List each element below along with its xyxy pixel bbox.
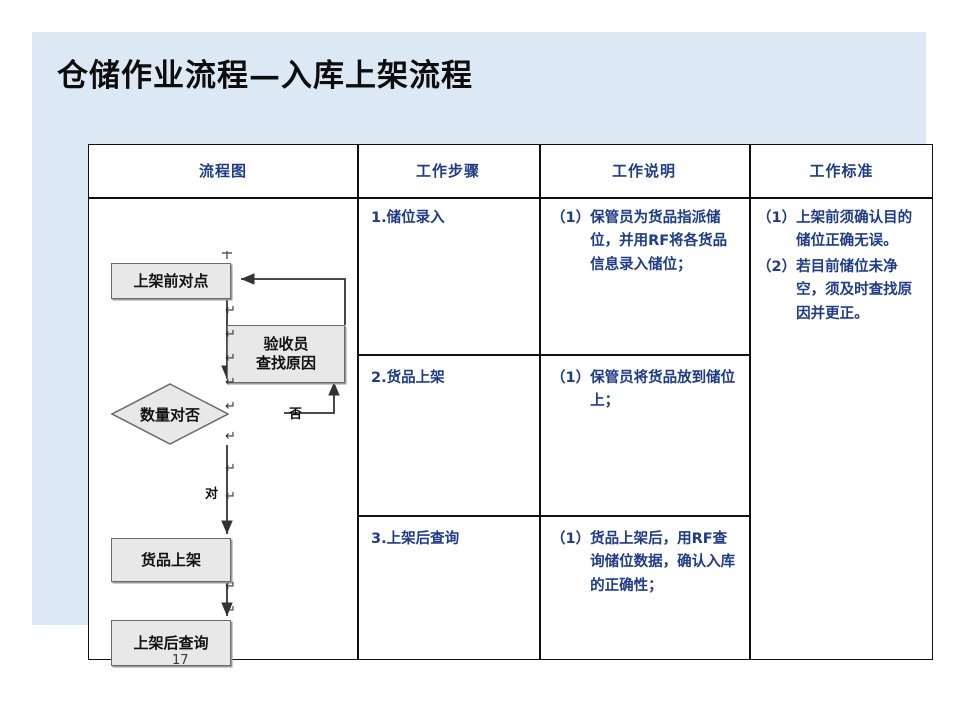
table-cell-standard: （1） 上架前须确认目的储位正确无误。 （2） 若目前储位未净空，须及时查找原因… bbox=[757, 207, 925, 328]
page-number: 17 bbox=[172, 653, 189, 668]
flow-node-label: 上架后查询 bbox=[133, 633, 209, 652]
standard-marker: （2） bbox=[757, 258, 797, 275]
description-text: 保管员为货品指派储位，并用RF将各货品信息录入储位； bbox=[590, 210, 728, 273]
flow-node-inspector-find-cause[interactable]: 验收员 查找原因 bbox=[227, 325, 345, 383]
flow-node-label-line1: 验收员 bbox=[263, 335, 309, 354]
column-divider-3 bbox=[749, 145, 751, 659]
flow-node-check-before-putaway[interactable]: 上架前对点 bbox=[111, 263, 231, 299]
table-header-description: 工作说明 bbox=[611, 162, 676, 180]
standard-paragraph-2: （2） 若目前储位未净空，须及时查找原因并更正。 bbox=[757, 256, 925, 326]
table-cell-description-2: （1） 保管员将货品放到储位上； bbox=[551, 367, 741, 416]
description-marker: （1） bbox=[551, 210, 591, 226]
column-divider-2 bbox=[539, 145, 541, 659]
column-divider-1 bbox=[357, 145, 359, 659]
table-header-steps: 工作步骤 bbox=[415, 162, 480, 180]
table-cell-step-1: 1.储位录入 bbox=[371, 210, 445, 226]
flow-node-quantity-correct[interactable]: 数量对否 bbox=[111, 383, 229, 445]
standard-text: 若目前储位未净空，须及时查找原因并更正。 bbox=[796, 258, 913, 322]
flow-node-query-after-putaway[interactable]: 上架后查询 bbox=[111, 620, 231, 666]
paragraph-mark-icon: ↵ bbox=[225, 327, 236, 342]
page-title: 仓储作业流程—入库上架流程 bbox=[57, 58, 473, 94]
standard-paragraph-1: （1） 上架前须确认目的储位正确无误。 bbox=[757, 207, 925, 254]
flow-node-goods-putaway[interactable]: 货品上架 bbox=[111, 538, 231, 582]
description-marker: （1） bbox=[551, 531, 591, 547]
flowchart-diagram: 上架前对点 验收员 查找原因 数量对否 货品上架 上架后查询 否 对 ↵ ↵ bbox=[89, 197, 357, 666]
flow-node-label-line2: 查找原因 bbox=[255, 354, 316, 372]
table-cell-description-3: （1） 货品上架后，用RF查询储位数据，确认入库的正确性； bbox=[551, 528, 741, 600]
paragraph-mark-icon: ↵ bbox=[225, 579, 236, 594]
paragraph-mark-icon: ↵ bbox=[225, 303, 236, 318]
table-header-flowchart: 流程图 bbox=[198, 162, 247, 180]
flow-edge-label-no: 否 bbox=[289, 407, 303, 422]
paragraph-mark-icon: ↵ bbox=[225, 399, 236, 414]
description-paragraph: （1） 保管员为货品指派储位，并用RF将各货品信息录入储位； bbox=[551, 207, 741, 277]
table-cell-step-3: 3.上架后查询 bbox=[371, 531, 460, 547]
process-table: 流程图 工作步骤 工作说明 工作标准 1.储位录入 2.货品上架 3.上架后查询… bbox=[88, 144, 933, 666]
paragraph-mark-icon: ↵ bbox=[225, 461, 236, 476]
header-divider bbox=[89, 197, 932, 199]
paragraph-mark-icon: ↵ bbox=[225, 489, 236, 504]
row-divider-1 bbox=[357, 354, 749, 356]
table-header-standard: 工作标准 bbox=[809, 162, 874, 180]
paragraph-mark-icon: ↵ bbox=[225, 429, 236, 444]
standard-marker: （1） bbox=[757, 210, 797, 226]
description-paragraph: （1） 货品上架后，用RF查询储位数据，确认入库的正确性； bbox=[551, 528, 741, 598]
description-text: 货品上架后，用RF查询储位数据，确认入库的正确性； bbox=[590, 531, 736, 594]
flow-edge-label-yes: 对 bbox=[205, 487, 219, 502]
row-divider-2 bbox=[357, 515, 749, 517]
paragraph-mark-icon: ↵ bbox=[225, 351, 236, 366]
standard-text: 上架前须确认目的储位正确无误。 bbox=[796, 210, 913, 250]
flow-node-label: 数量对否 bbox=[139, 405, 200, 424]
flow-node-label: 货品上架 bbox=[140, 550, 201, 569]
decision-diamond-icon bbox=[111, 383, 229, 445]
description-text: 保管员将货品放到储位上； bbox=[590, 370, 736, 410]
description-marker: （1） bbox=[551, 370, 591, 386]
description-paragraph: （1） 保管员将货品放到储位上； bbox=[551, 367, 741, 414]
paragraph-mark-icon: ↵ bbox=[225, 375, 236, 390]
flow-node-label: 上架前对点 bbox=[133, 271, 209, 290]
table-cell-description-1: （1） 保管员为货品指派储位，并用RF将各货品信息录入储位； bbox=[551, 207, 741, 279]
table-cell-step-2: 2.货品上架 bbox=[371, 370, 445, 386]
paragraph-mark-icon: ↵ bbox=[225, 603, 236, 618]
slide-background: 仓储作业流程—入库上架流程 流程图 工作步骤 工作说明 工作标准 1.储位录入 … bbox=[32, 32, 933, 666]
